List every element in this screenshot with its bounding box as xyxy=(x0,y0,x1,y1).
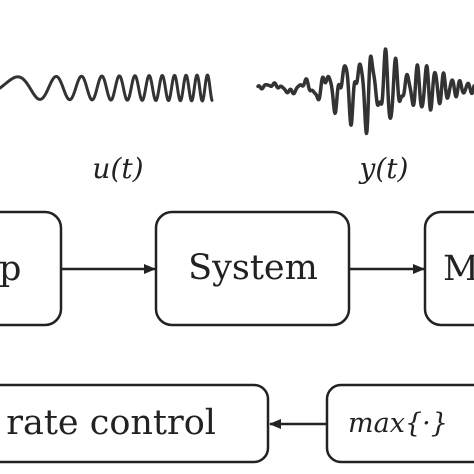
right-block-label: M xyxy=(443,249,474,289)
max-block-label: max{·} xyxy=(348,408,448,439)
generate-block-label: rate control xyxy=(6,403,216,443)
right-block: M xyxy=(423,210,474,327)
generate-block: rate control xyxy=(0,383,270,464)
input-waveform xyxy=(0,73,214,103)
left-block: p xyxy=(0,210,63,327)
output-waveform xyxy=(256,47,474,136)
left-block-label: p xyxy=(0,249,21,289)
system-block: System xyxy=(154,210,351,327)
input-signal-label: u(t) xyxy=(92,152,143,185)
right-block-frame xyxy=(423,210,474,327)
output-signal-label: y(t) xyxy=(358,152,409,185)
max-block: max{·} xyxy=(325,383,474,464)
generate-block-frame xyxy=(0,383,270,464)
system-block-label: System xyxy=(188,248,318,288)
